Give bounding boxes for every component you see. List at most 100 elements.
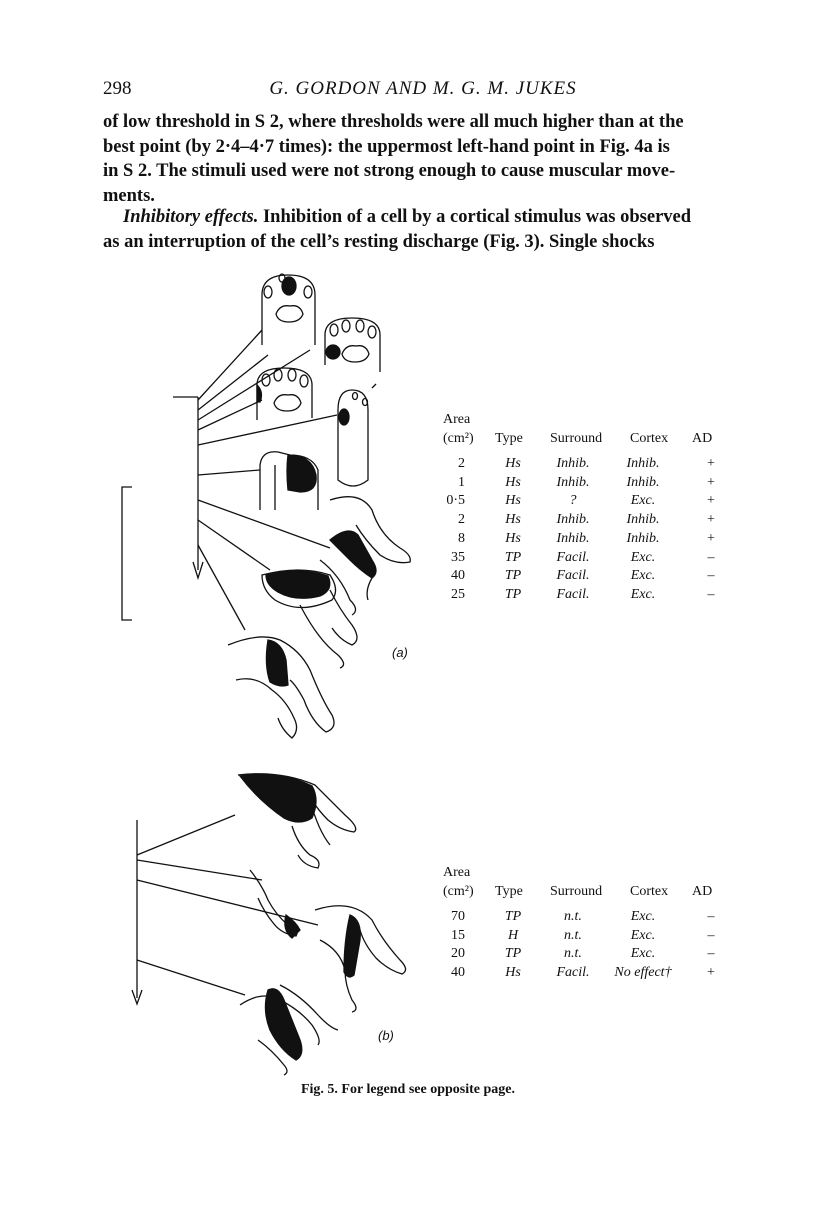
table-b-row-2-col-2: H bbox=[507, 927, 519, 943]
table-a-row-7-col-4: Exc. bbox=[630, 568, 656, 584]
paragraph-2: Inhibitory effects. Inhibition of a cell… bbox=[103, 205, 743, 254]
paragraph-1-line-3: in S 2. The stimuli used were not strong… bbox=[103, 161, 676, 181]
table-a-row-1-col-1: 2 bbox=[458, 456, 465, 471]
table-a-header-area: Area bbox=[443, 412, 471, 427]
table-b-header-type: Type bbox=[495, 884, 523, 899]
table-b-header-ad: AD bbox=[692, 884, 713, 899]
forepaw-3 bbox=[256, 367, 313, 420]
table-b-row-4-col-2: Hs bbox=[505, 965, 521, 981]
table-b-row-4-col-4: No effect† bbox=[614, 965, 672, 981]
page-number: 298 bbox=[103, 78, 132, 99]
panel-a-label: (a) bbox=[392, 645, 408, 660]
forearm-5 bbox=[259, 451, 319, 510]
table-a-row-8-col-5: – bbox=[707, 586, 715, 602]
running-header: 298 G. GORDON AND M. G. M. JUKES bbox=[103, 78, 743, 104]
table-a-row-6-col-4: Exc. bbox=[630, 549, 656, 565]
forearm-4 bbox=[337, 389, 369, 487]
table-b-row-1-col-3: n.t. bbox=[564, 909, 582, 924]
table-b-row-4-col-5: + bbox=[707, 965, 715, 981]
table-a-row-1-col-2: Hs bbox=[505, 456, 521, 471]
table-a-row-3-col-1: 0·5 bbox=[446, 493, 465, 509]
table-b-row-2-col-1: 15 bbox=[451, 927, 465, 943]
table-b-row-1-col-5: – bbox=[707, 909, 715, 924]
table-a-row-3-col-5: + bbox=[707, 493, 715, 509]
hindleg-6 bbox=[329, 496, 411, 564]
table-b-row-1-col-4: Exc. bbox=[630, 909, 656, 924]
table-a-row-5-col-3: Inhib. bbox=[556, 530, 590, 546]
table-a-row-3-col-4: Exc. bbox=[630, 493, 656, 509]
table-a-row-8-col-2: TP bbox=[504, 586, 522, 602]
table-b-row-3-col-3: n.t. bbox=[564, 946, 582, 962]
table-a-row-5-col-4: Inhib. bbox=[626, 530, 660, 546]
table-a-header-cortex: Cortex bbox=[630, 431, 669, 446]
table-b-row-3-col-1: 20 bbox=[451, 946, 465, 962]
table-b-header-cortex: Cortex bbox=[630, 884, 669, 899]
table-a-row-4-col-4: Inhib. bbox=[626, 512, 660, 528]
hindleg-8 bbox=[227, 636, 335, 733]
hindleg-7 bbox=[261, 569, 337, 609]
track-arrow-b bbox=[131, 989, 143, 1006]
table-a-row-6-col-5: – bbox=[707, 549, 715, 565]
table-a-row-5-col-1: 8 bbox=[458, 530, 465, 546]
table-a-row-7-col-2: TP bbox=[504, 568, 522, 584]
table-a-row-7-col-3: Facil. bbox=[556, 568, 590, 584]
paragraph-2-line-1-text: Inhibition of a cell by a cortical stimu… bbox=[258, 207, 692, 227]
table-a-row-3-col-2: Hs bbox=[505, 493, 521, 509]
table-a-row-2-col-2: Hs bbox=[505, 474, 521, 490]
bracket-a bbox=[121, 486, 132, 621]
hindleg-b3 bbox=[314, 905, 407, 975]
table-a-row-4-col-3: Inhib. bbox=[556, 512, 590, 528]
hindleg-b4 bbox=[239, 995, 320, 1046]
paragraph-1-line-1: of low threshold in S 2, where threshold… bbox=[103, 112, 684, 132]
table-a-row-1-col-4: Inhib. bbox=[626, 456, 660, 471]
table-a-header-unit: (cm²) bbox=[443, 431, 474, 446]
paragraph-2-lead: Inhibitory effects. bbox=[123, 207, 259, 227]
table-a-row-8-col-1: 25 bbox=[451, 586, 465, 602]
paragraph-1: of low threshold in S 2, where threshold… bbox=[103, 110, 743, 208]
table-b-row-1-col-2: TP bbox=[504, 909, 522, 924]
table-a-header-type: Type bbox=[495, 431, 523, 446]
table-a-row-1-col-3: Inhib. bbox=[556, 456, 590, 471]
table-b-header-area: Area bbox=[443, 865, 471, 880]
table-a-row-6-col-2: TP bbox=[504, 549, 522, 565]
table-a-row-7-col-5: – bbox=[707, 568, 715, 584]
table-b-row-1-col-1: 70 bbox=[451, 909, 465, 924]
table-a-row-4-col-1: 2 bbox=[458, 512, 465, 528]
table-b-row-2-col-3: n.t. bbox=[564, 927, 582, 943]
table-a-row-6-col-1: 35 bbox=[451, 549, 465, 565]
table-b-header-surround: Surround bbox=[550, 884, 603, 899]
table-a-row-8-col-4: Exc. bbox=[630, 586, 656, 602]
running-head-authors: G. GORDON AND M. G. M. JUKES bbox=[269, 78, 577, 99]
table-a-row-4-col-5: + bbox=[707, 512, 715, 528]
table-b-row-2-col-5: – bbox=[707, 927, 715, 943]
table-b-row-3-col-5: – bbox=[707, 946, 715, 962]
forepaw-1 bbox=[261, 274, 316, 345]
paragraph-1-line-2: best point (by 2·4–4·7 times): the upper… bbox=[103, 136, 670, 157]
table-a-header-ad: AD bbox=[692, 431, 713, 446]
paragraph-2-line-2: as an interruption of the cell’s resting… bbox=[103, 231, 655, 252]
table-a-row-2-col-4: Inhib. bbox=[626, 474, 660, 490]
panel-b-label: (b) bbox=[378, 1028, 394, 1043]
table-a-row-2-col-1: 1 bbox=[458, 474, 465, 490]
table-b-row-4-col-1: 40 bbox=[451, 965, 465, 981]
table-b-header-unit: (cm²) bbox=[443, 884, 474, 899]
table-a-row-1-col-5: + bbox=[707, 456, 715, 471]
table-b-row-4-col-3: Facil. bbox=[556, 965, 590, 981]
table-b-row-3-col-4: Exc. bbox=[630, 946, 656, 962]
table-a-row-8-col-3: Facil. bbox=[556, 586, 590, 602]
table-a-row-2-col-3: Inhib. bbox=[556, 474, 590, 490]
track-arrow-a bbox=[192, 561, 204, 581]
table-b-row-3-col-2: TP bbox=[504, 946, 522, 962]
paragraph-1-line-4: ments. bbox=[103, 185, 155, 206]
hindleg-b1 bbox=[237, 773, 357, 833]
table-b-row-2-col-4: Exc. bbox=[630, 927, 656, 943]
table-a-row-2-col-5: + bbox=[707, 474, 715, 490]
table-a-row-3-col-3: ? bbox=[569, 493, 577, 509]
table-a-row-7-col-1: 40 bbox=[451, 568, 465, 584]
table-a-row-5-col-5: + bbox=[707, 530, 715, 546]
table-a-row-6-col-3: Facil. bbox=[556, 549, 590, 565]
forepaw-2 bbox=[324, 317, 381, 372]
